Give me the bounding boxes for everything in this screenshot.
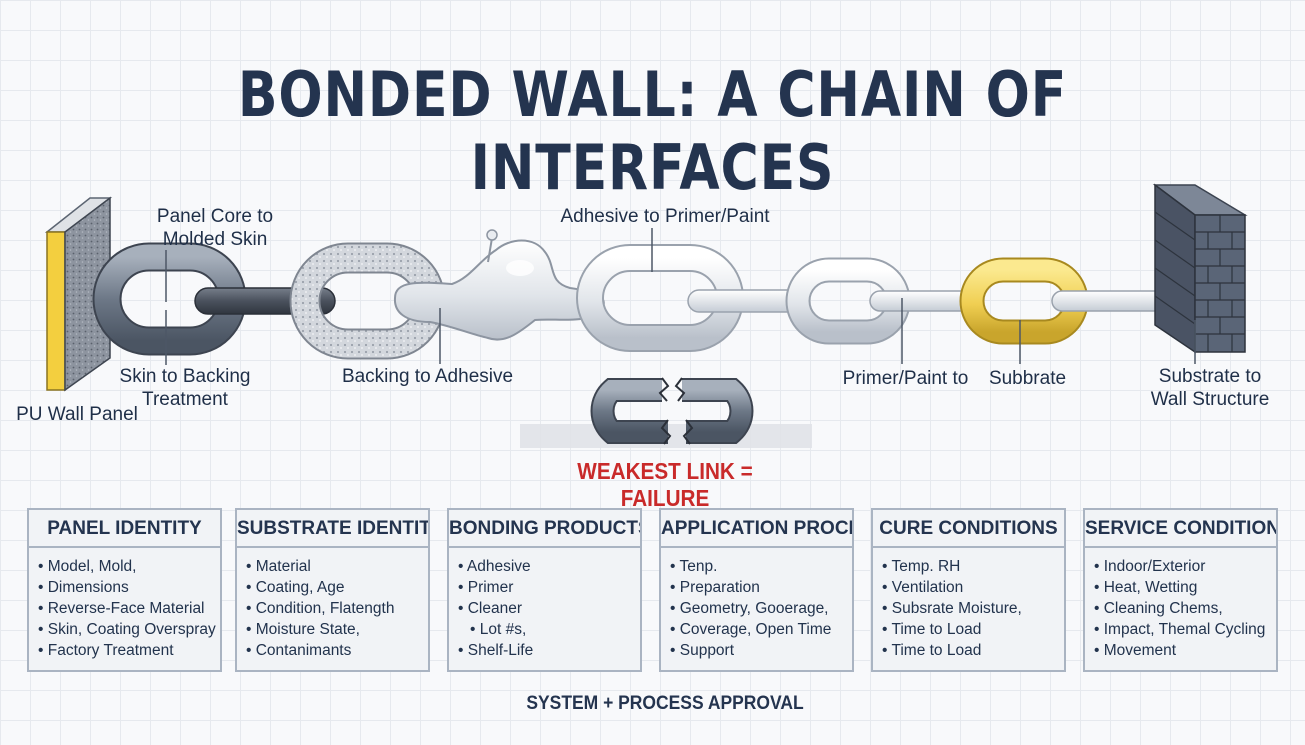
box-item: Support — [670, 640, 852, 661]
box-item: Shelf-Life — [458, 640, 640, 661]
label-backing-to-adhesive: Backing to Adhesive — [341, 366, 514, 387]
box-item: Preparation — [670, 577, 852, 598]
box-item: Skin, Coating Overspray — [38, 619, 220, 640]
box-item: Moisture State, — [246, 619, 428, 640]
leader-lines — [165, 228, 1196, 365]
box-item: Contanimants — [246, 640, 428, 661]
box-cure-conditions: CURE CONDITIONS Temp. RH Ventilation Sub… — [871, 508, 1066, 672]
box-item: Tenp. — [670, 556, 852, 577]
box-bonding-products: BONDING PRODUCTS Adhesive Primer Cleaner… — [447, 508, 642, 672]
box-panel-identity: PANEL IDENTITY Model, Mold, Dimensions R… — [27, 508, 222, 672]
box-title: SUBSTRATE IDENTITY — [237, 510, 428, 548]
box-item: Time to Load — [882, 619, 1064, 640]
footer-approval: SYSTEM + PROCESS APPROVAL — [526, 693, 804, 714]
box-item: Dimensions — [38, 577, 220, 598]
label-skin-to-backing: Skin to Backing Treatment — [119, 366, 251, 410]
box-item: Model, Mold, — [38, 556, 220, 577]
box-title: APPLICATION PROCESS — [661, 510, 852, 548]
box-item: Geometry, Gooerage, — [670, 598, 852, 619]
box-item: Indoor/Exterior — [1094, 556, 1276, 577]
box-item: Primer — [458, 577, 640, 598]
box-item: Reverse-Face Material — [38, 598, 220, 619]
box-item: Impact, Themal Cycling — [1094, 619, 1276, 640]
label-subbrate: Subbrate — [988, 368, 1067, 389]
box-title: SERVICE CONDITIONS — [1085, 510, 1276, 548]
box-title: CURE CONDITIONS — [873, 510, 1064, 548]
box-item: Cleaning Chems, — [1094, 598, 1276, 619]
box-service-conditions: SERVICE CONDITIONS Indoor/Exterior Heat,… — [1083, 508, 1278, 672]
box-item: Ventilation — [882, 577, 1064, 598]
label-substrate-to-wall: Substrate to Wall Structure — [1150, 366, 1270, 410]
box-item: Time to Load — [882, 640, 1064, 661]
page-title: BONDED WALL: A CHAIN OF INTERFACES — [237, 58, 1068, 204]
box-item: Condition, Flatength — [246, 598, 428, 619]
box-title: PANEL IDENTITY — [29, 510, 220, 548]
box-item: Coverage, Open Time — [670, 619, 852, 640]
box-application-process: APPLICATION PROCESS Tenp. Preparation Ge… — [659, 508, 854, 672]
box-item: Material — [246, 556, 428, 577]
box-item: Lot #s, — [458, 619, 640, 640]
weakest-link-caption: WEAKEST LINK = FAILURE — [577, 458, 753, 511]
box-item: Adhesive — [458, 556, 640, 577]
box-title: BONDING PRODUCTS — [449, 510, 640, 548]
box-item: Movement — [1094, 640, 1276, 661]
box-item: Temp. RH — [882, 556, 1064, 577]
box-substrate-identity: SUBSTRATE IDENTITY Material Coating, Age… — [235, 508, 430, 672]
brick-wall-graphic — [1152, 183, 1248, 354]
box-item: Cleaner — [458, 598, 640, 619]
label-adhesive-to-primer: Adhesive to Primer/Paint — [560, 206, 770, 227]
pu-wall-panel-graphic — [44, 196, 113, 392]
label-panel-core-to-skin: Panel Core to Molded Skin — [156, 206, 274, 250]
box-item: Factory Treatment — [38, 640, 220, 661]
label-primer-paint-to: Primer/Paint to — [842, 368, 969, 389]
box-item: Coating, Age — [246, 577, 428, 598]
box-item: Heat, Wetting — [1094, 577, 1276, 598]
box-item: Subsrate Moisture, — [882, 598, 1064, 619]
label-pu-wall-panel: PU Wall Panel — [16, 404, 138, 425]
factor-boxes: PANEL IDENTITY Model, Mold, Dimensions R… — [27, 508, 1278, 672]
broken-chain-link — [520, 377, 812, 448]
